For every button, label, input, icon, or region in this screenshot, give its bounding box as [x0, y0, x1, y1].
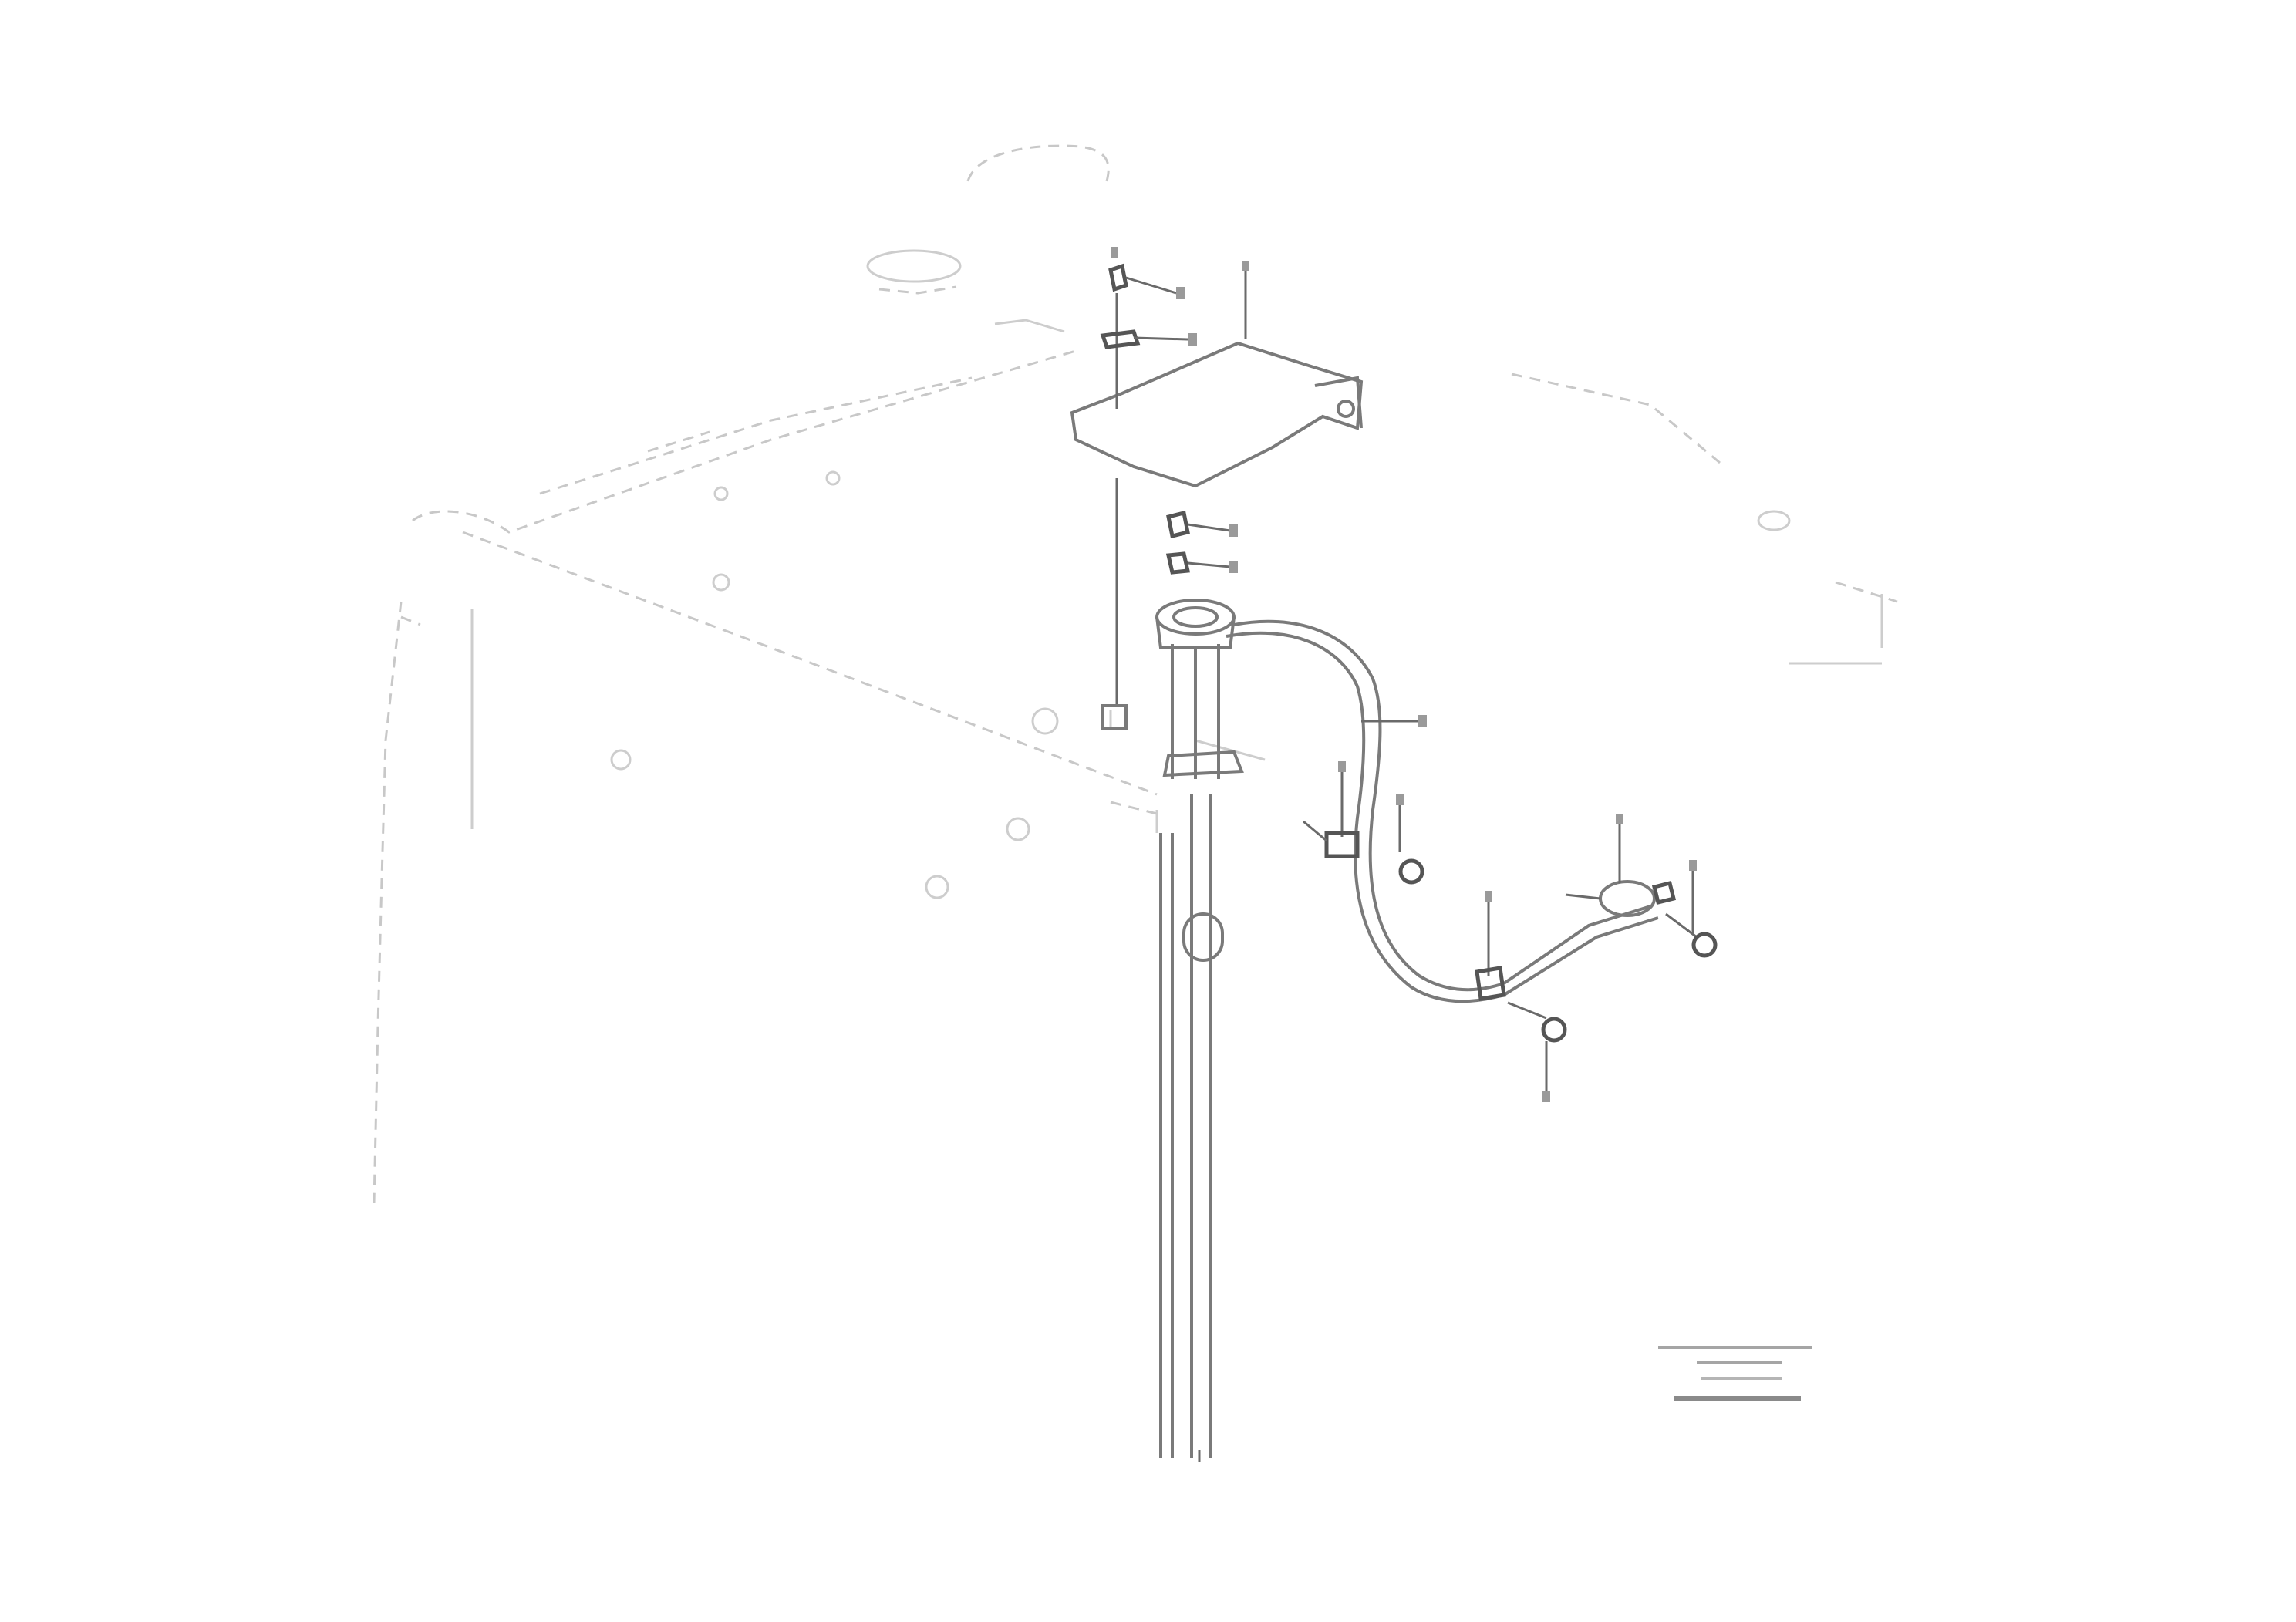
- mounting-bracket: [1070, 341, 1364, 488]
- drawing-reference-stamp: [1650, 1342, 1820, 1419]
- vent-hose: [1226, 619, 1659, 1003]
- end-fitting: [1565, 818, 1718, 958]
- filler-tube: [1155, 599, 1244, 1462]
- ghost-frame: [373, 144, 1898, 1204]
- fastener-stack-top: [994, 263, 1247, 730]
- washer-stack: [1165, 510, 1231, 575]
- item-tags: [1111, 247, 1697, 1102]
- hose-clamps: [1303, 767, 1567, 1095]
